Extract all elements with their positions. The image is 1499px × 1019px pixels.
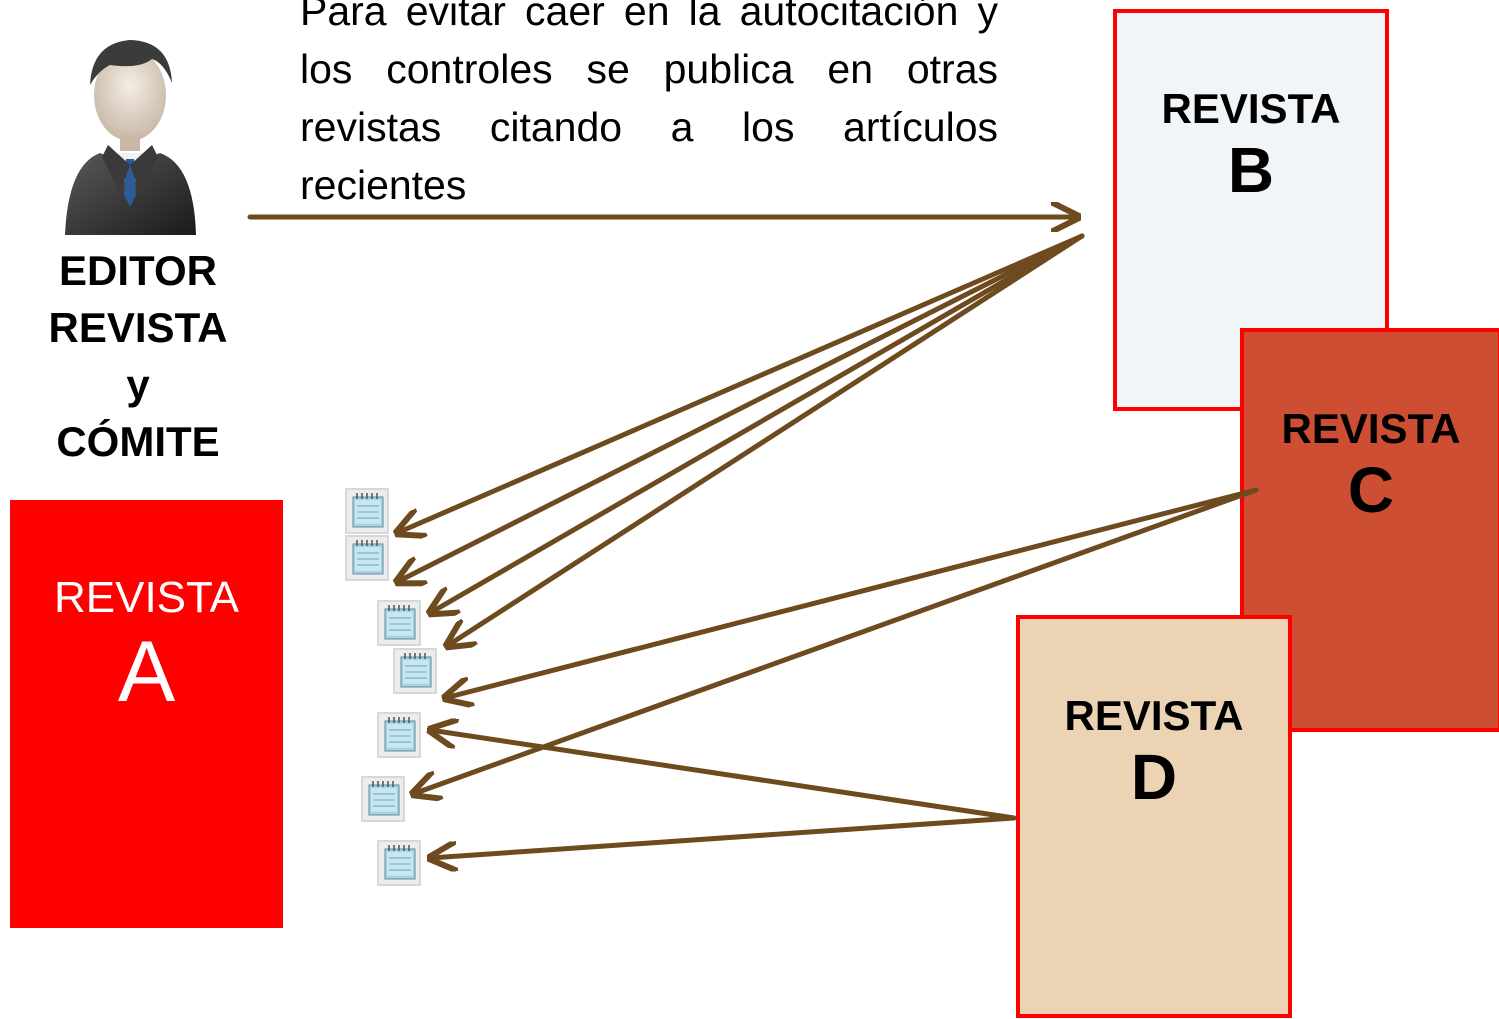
notepad-document-icon — [345, 535, 389, 581]
journal-c-title: REVISTA — [1281, 405, 1461, 452]
journal-b-title: REVISTA — [1161, 85, 1341, 132]
arrow-b-to-article-2 — [397, 233, 1085, 582]
editor-label-line1: EDITOR — [59, 247, 217, 294]
caption-text: Para evitar caer en la autocitación y lo… — [300, 0, 998, 208]
journal-d-title: REVISTA — [1064, 692, 1244, 739]
businessman-avatar-icon — [60, 25, 200, 235]
arrow-b-to-article-1 — [397, 233, 1085, 533]
arrow-b-to-article-3 — [430, 233, 1085, 613]
notepad-document-icon — [345, 488, 389, 534]
notepad-document-icon — [377, 840, 421, 886]
editor-label-line3: y — [126, 361, 150, 408]
notepad-document-icon — [377, 712, 421, 758]
journal-a-title: REVISTA — [53, 573, 239, 622]
arrow-b-to-article-4 — [447, 233, 1085, 646]
notepad-document-icon — [393, 648, 437, 694]
arrow-d-to-article-7 — [430, 815, 1017, 858]
editor-label-line2: REVISTA — [48, 304, 228, 351]
arrow-d-to-article-5 — [430, 730, 1017, 821]
journal-b-letter: B — [1227, 134, 1275, 206]
editor-label-line4: CÓMITE — [56, 418, 220, 465]
journal-a-box: REVISTA A — [10, 500, 283, 928]
journal-d-box: REVISTA D — [1016, 615, 1292, 1018]
journal-c-letter: C — [1347, 454, 1395, 526]
notepad-document-icon — [377, 600, 421, 646]
editor-label: EDITOR REVISTA y CÓMITE — [18, 242, 258, 470]
notepad-document-icon — [361, 776, 405, 822]
journal-d-letter: D — [1130, 741, 1178, 813]
journal-a-letter: A — [117, 624, 176, 720]
